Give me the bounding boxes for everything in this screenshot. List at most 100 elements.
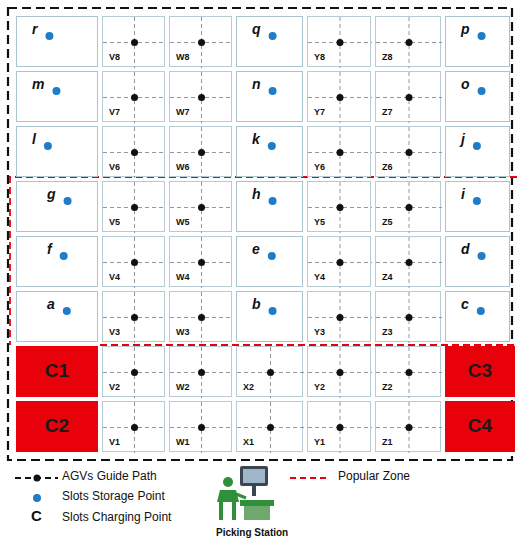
legend-text: Slots Charging Point	[62, 511, 171, 524]
popular-zone-sample	[290, 477, 330, 479]
storage-slot: g	[16, 181, 98, 232]
path-node-label: Z4	[382, 273, 440, 283]
slot-letter: o	[461, 77, 470, 92]
path-node-label: V8	[109, 53, 164, 63]
operator-head	[223, 477, 233, 487]
guide-path-node	[198, 94, 205, 101]
guide-path-cell: W1	[169, 401, 232, 452]
cell-drawing	[17, 72, 99, 123]
guide-path-node	[267, 369, 274, 376]
storage-point	[473, 142, 481, 150]
storage-slot: q	[236, 16, 303, 67]
storage-slot: n	[236, 71, 303, 122]
slot-letter: c	[461, 297, 469, 312]
cell-drawing	[237, 17, 304, 68]
guide-path-node	[198, 149, 205, 156]
charging-label: C2	[45, 416, 69, 437]
storage-slot: m	[16, 71, 98, 122]
path-node-label: Z6	[382, 163, 440, 173]
path-node-label: W5	[176, 218, 231, 228]
storage-point	[45, 32, 53, 40]
storage-slot: f	[16, 236, 98, 287]
path-node-label: Y8	[314, 53, 370, 63]
guide-path-node	[406, 204, 413, 211]
path-node-label: Y1	[314, 438, 370, 448]
guide-path-cell: Y7	[307, 71, 371, 122]
guide-path-node	[337, 314, 344, 321]
guide-path-cell: X2	[236, 346, 303, 397]
path-node-label: V1	[109, 438, 164, 448]
path-node-label: V5	[109, 218, 164, 228]
guide-path-cell: V3	[102, 291, 165, 342]
guide-path-node	[406, 149, 413, 156]
guide-path-cell: V7	[102, 71, 165, 122]
guide-path-cell: W4	[169, 236, 232, 287]
picking-station-icon	[217, 466, 274, 520]
guide-path-cell: Y6	[307, 126, 371, 177]
guide-path-node	[198, 259, 205, 266]
path-node-label: V4	[109, 273, 164, 283]
guide-path-cell: Z8	[375, 16, 441, 67]
guide-path-cell: Z7	[375, 71, 441, 122]
guide-path-node	[198, 314, 205, 321]
station-stand	[252, 486, 256, 496]
guide-path-cell: Z6	[375, 126, 441, 177]
storage-point	[268, 252, 276, 260]
cell-drawing	[446, 237, 511, 288]
storage-point	[44, 142, 52, 150]
guide-path-node	[131, 424, 138, 431]
guide-path-cell: W6	[169, 126, 232, 177]
guide-path-cell: Y1	[307, 401, 371, 452]
guide-path-cell: W7	[169, 71, 232, 122]
slot-letter: q	[252, 22, 261, 37]
path-node-label: W3	[176, 328, 231, 338]
guide-path-node	[337, 39, 344, 46]
operator-arm	[236, 494, 246, 498]
storage-slot: h	[236, 181, 303, 232]
charging-slot: C4	[445, 401, 515, 452]
path-node-label: V7	[109, 108, 164, 118]
guide-path-node	[198, 39, 205, 46]
legend-text: AGVs Guide Path	[62, 470, 157, 483]
storage-slot: c	[445, 291, 510, 342]
charging-slot: C3	[445, 346, 515, 397]
popular-zone-outline	[10, 177, 517, 345]
storage-point	[269, 87, 277, 95]
storage-point	[269, 32, 277, 40]
guide-path-node	[406, 94, 413, 101]
cell-drawing	[446, 182, 511, 233]
guide-path-cell: V1	[102, 401, 165, 452]
cell-drawing	[17, 127, 99, 178]
storage-slot: r	[16, 16, 98, 67]
slot-letter: e	[252, 242, 260, 257]
charging-point-symbol: C	[31, 508, 42, 525]
storage-point	[478, 252, 486, 260]
guide-path-node	[131, 369, 138, 376]
cell-drawing	[446, 292, 511, 343]
guide-path-cell: W5	[169, 181, 232, 232]
path-node-label: Y4	[314, 273, 370, 283]
slot-letter: g	[47, 187, 56, 202]
guide-path-node	[406, 424, 413, 431]
guide-path-node	[337, 369, 344, 376]
guide-path-cell: W2	[169, 346, 232, 397]
guide-path-cell: Z4	[375, 236, 441, 287]
path-node-label: V3	[109, 328, 164, 338]
guide-path-node	[406, 39, 413, 46]
operator-legs	[221, 502, 234, 520]
storage-slot: k	[236, 126, 303, 177]
path-node-label: Z3	[382, 328, 440, 338]
warehouse-border	[8, 8, 512, 460]
slot-letter: m	[32, 77, 44, 92]
guide-path-node	[406, 259, 413, 266]
slot-letter: k	[252, 132, 260, 147]
slot-letter: h	[252, 187, 261, 202]
guide-path-cell: X1	[236, 401, 303, 452]
path-node-label: V2	[109, 383, 164, 393]
guide-path-node	[406, 314, 413, 321]
legend-text: Popular Zone	[338, 470, 410, 483]
storage-slot: j	[445, 126, 510, 177]
storage-point	[52, 87, 60, 95]
charging-label: C3	[468, 361, 492, 382]
guide-path-cell: Z5	[375, 181, 441, 232]
